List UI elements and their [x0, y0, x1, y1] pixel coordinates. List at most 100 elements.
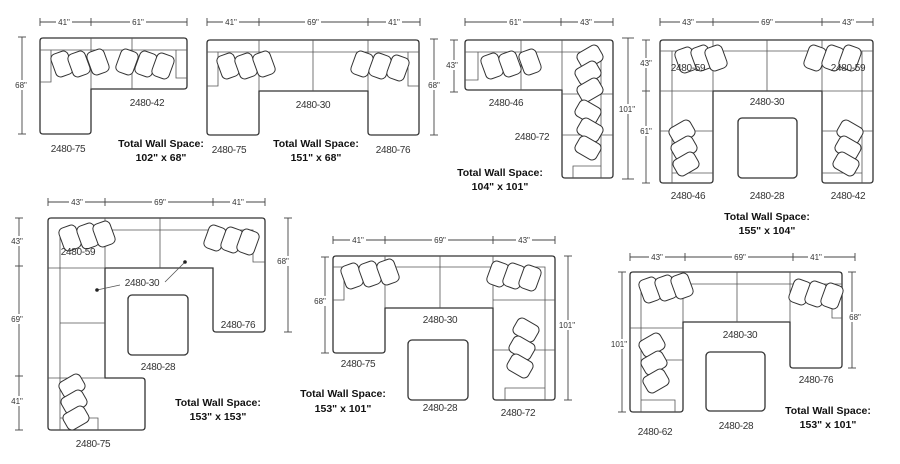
dim-width: 69"	[154, 198, 166, 207]
dim-depth: 68"	[277, 257, 289, 266]
pillow-icon	[506, 353, 534, 379]
piece-label: 2480-75	[51, 144, 86, 155]
pillow-icon	[832, 151, 860, 177]
dim-depth: 41"	[11, 397, 23, 406]
dim-width: 41"	[388, 18, 400, 27]
dim-width: 41"	[232, 198, 244, 207]
piece-label: 2480-30	[750, 97, 785, 108]
total-wall-space-label: Total Wall Space:	[457, 167, 543, 179]
piece-label: 2480-72	[501, 408, 536, 419]
total-wall-space-value: 155" x 104"	[739, 225, 796, 237]
pillow-icon	[86, 48, 110, 76]
pillow-icon	[92, 220, 116, 248]
piece-label: 2480-59	[671, 63, 706, 74]
ottoman-shape	[127, 294, 189, 356]
piece-label: 2480-59	[61, 247, 96, 258]
dim-width: 43"	[682, 18, 694, 27]
ottoman-shape	[407, 339, 469, 401]
piece-label: 2480-42	[130, 98, 165, 109]
piece-label: 2480-76	[376, 145, 411, 156]
config-3	[444, 16, 637, 180]
piece-label: 2480-62	[638, 427, 673, 438]
total-wall-space-label: Total Wall Space:	[724, 211, 810, 223]
dim-width: 43"	[71, 198, 83, 207]
dim-depth: 43"	[11, 237, 23, 246]
dim-width: 43"	[518, 236, 530, 245]
total-wall-space-label: Total Wall Space:	[118, 138, 204, 150]
dim-width: 69"	[734, 253, 746, 262]
dim-depth: 101"	[559, 321, 575, 330]
piece-label: 2480-72	[515, 132, 550, 143]
piece-label: 2480-28	[750, 191, 785, 202]
dim-width: 61"	[509, 18, 521, 27]
total-wall-space-label: Total Wall Space:	[300, 388, 386, 400]
dim-depth: 43"	[446, 61, 458, 70]
pillow-icon	[376, 258, 400, 286]
pillow-icon	[236, 228, 260, 256]
pillow-icon	[386, 54, 410, 82]
pillow-icon	[574, 135, 602, 161]
pillow-icon	[498, 50, 522, 78]
dim-depth: 43"	[640, 59, 652, 68]
config-6	[313, 234, 577, 401]
dim-width: 43"	[580, 18, 592, 27]
pillow-icon	[115, 48, 139, 76]
pillow-icon	[670, 272, 694, 300]
pillow-icon	[518, 48, 542, 76]
pillow-icon	[252, 50, 276, 78]
dim-width: 69"	[307, 18, 319, 27]
dim-depth: 61"	[640, 127, 652, 136]
dim-width: 41"	[352, 236, 364, 245]
pillow-icon	[820, 282, 844, 310]
piece-label: 2480-75	[212, 145, 247, 156]
total-wall-space-label: Total Wall Space:	[273, 138, 359, 150]
dim-width: 43"	[842, 18, 854, 27]
pillow-icon	[576, 77, 604, 103]
piece-label: 2480-59	[831, 63, 866, 74]
piece-label: 2480-30	[125, 278, 160, 289]
piece-label: 2480-28	[141, 362, 176, 373]
total-wall-space-value: 151" x 68"	[291, 152, 342, 164]
pillow-icon	[838, 44, 862, 72]
piece-label: 2480-46	[671, 191, 706, 202]
dim-width: 61"	[132, 18, 144, 27]
dim-depth: 69"	[11, 315, 23, 324]
ottoman-shape	[737, 117, 798, 179]
total-wall-space-value: 102" x 68"	[136, 152, 187, 164]
total-wall-space-value: 153" x 153"	[190, 411, 247, 423]
total-wall-space-value: 104" x 101"	[472, 181, 529, 193]
dim-depth: 101"	[619, 105, 635, 114]
pillow-icon	[642, 368, 670, 394]
piece-label: 2480-30	[296, 100, 331, 111]
total-wall-space-value: 153" x 101"	[315, 403, 372, 415]
piece-label: 2480-42	[831, 191, 866, 202]
dim-depth: 68"	[428, 81, 440, 90]
dim-depth: 68"	[314, 297, 326, 306]
piece-label: 2480-46	[489, 98, 524, 109]
piece-label: 2480-30	[723, 330, 758, 341]
dim-width: 43"	[651, 253, 663, 262]
pillows	[50, 44, 864, 431]
piece-label: 2480-28	[423, 403, 458, 414]
pillow-icon	[62, 405, 90, 431]
dim-width: 69"	[761, 18, 773, 27]
ottoman-shape	[705, 351, 766, 412]
dim-width: 41"	[225, 18, 237, 27]
pillow-icon	[518, 264, 542, 292]
dim-width: 41"	[58, 18, 70, 27]
piece-label: 2480-75	[76, 439, 111, 450]
config-5	[8, 196, 292, 431]
dim-depth: 101"	[611, 340, 627, 349]
piece-label: 2480-75	[341, 359, 376, 370]
total-wall-space-label: Total Wall Space:	[175, 397, 261, 409]
dim-width: 69"	[434, 236, 446, 245]
piece-label: 2480-30	[423, 315, 458, 326]
piece-label: 2480-76	[799, 375, 834, 386]
pillow-icon	[704, 44, 728, 72]
dim-width: 41"	[810, 253, 822, 262]
piece-label: 2480-28	[719, 421, 754, 432]
total-wall-space-label: Total Wall Space:	[785, 405, 871, 417]
pillow-icon	[151, 52, 175, 80]
